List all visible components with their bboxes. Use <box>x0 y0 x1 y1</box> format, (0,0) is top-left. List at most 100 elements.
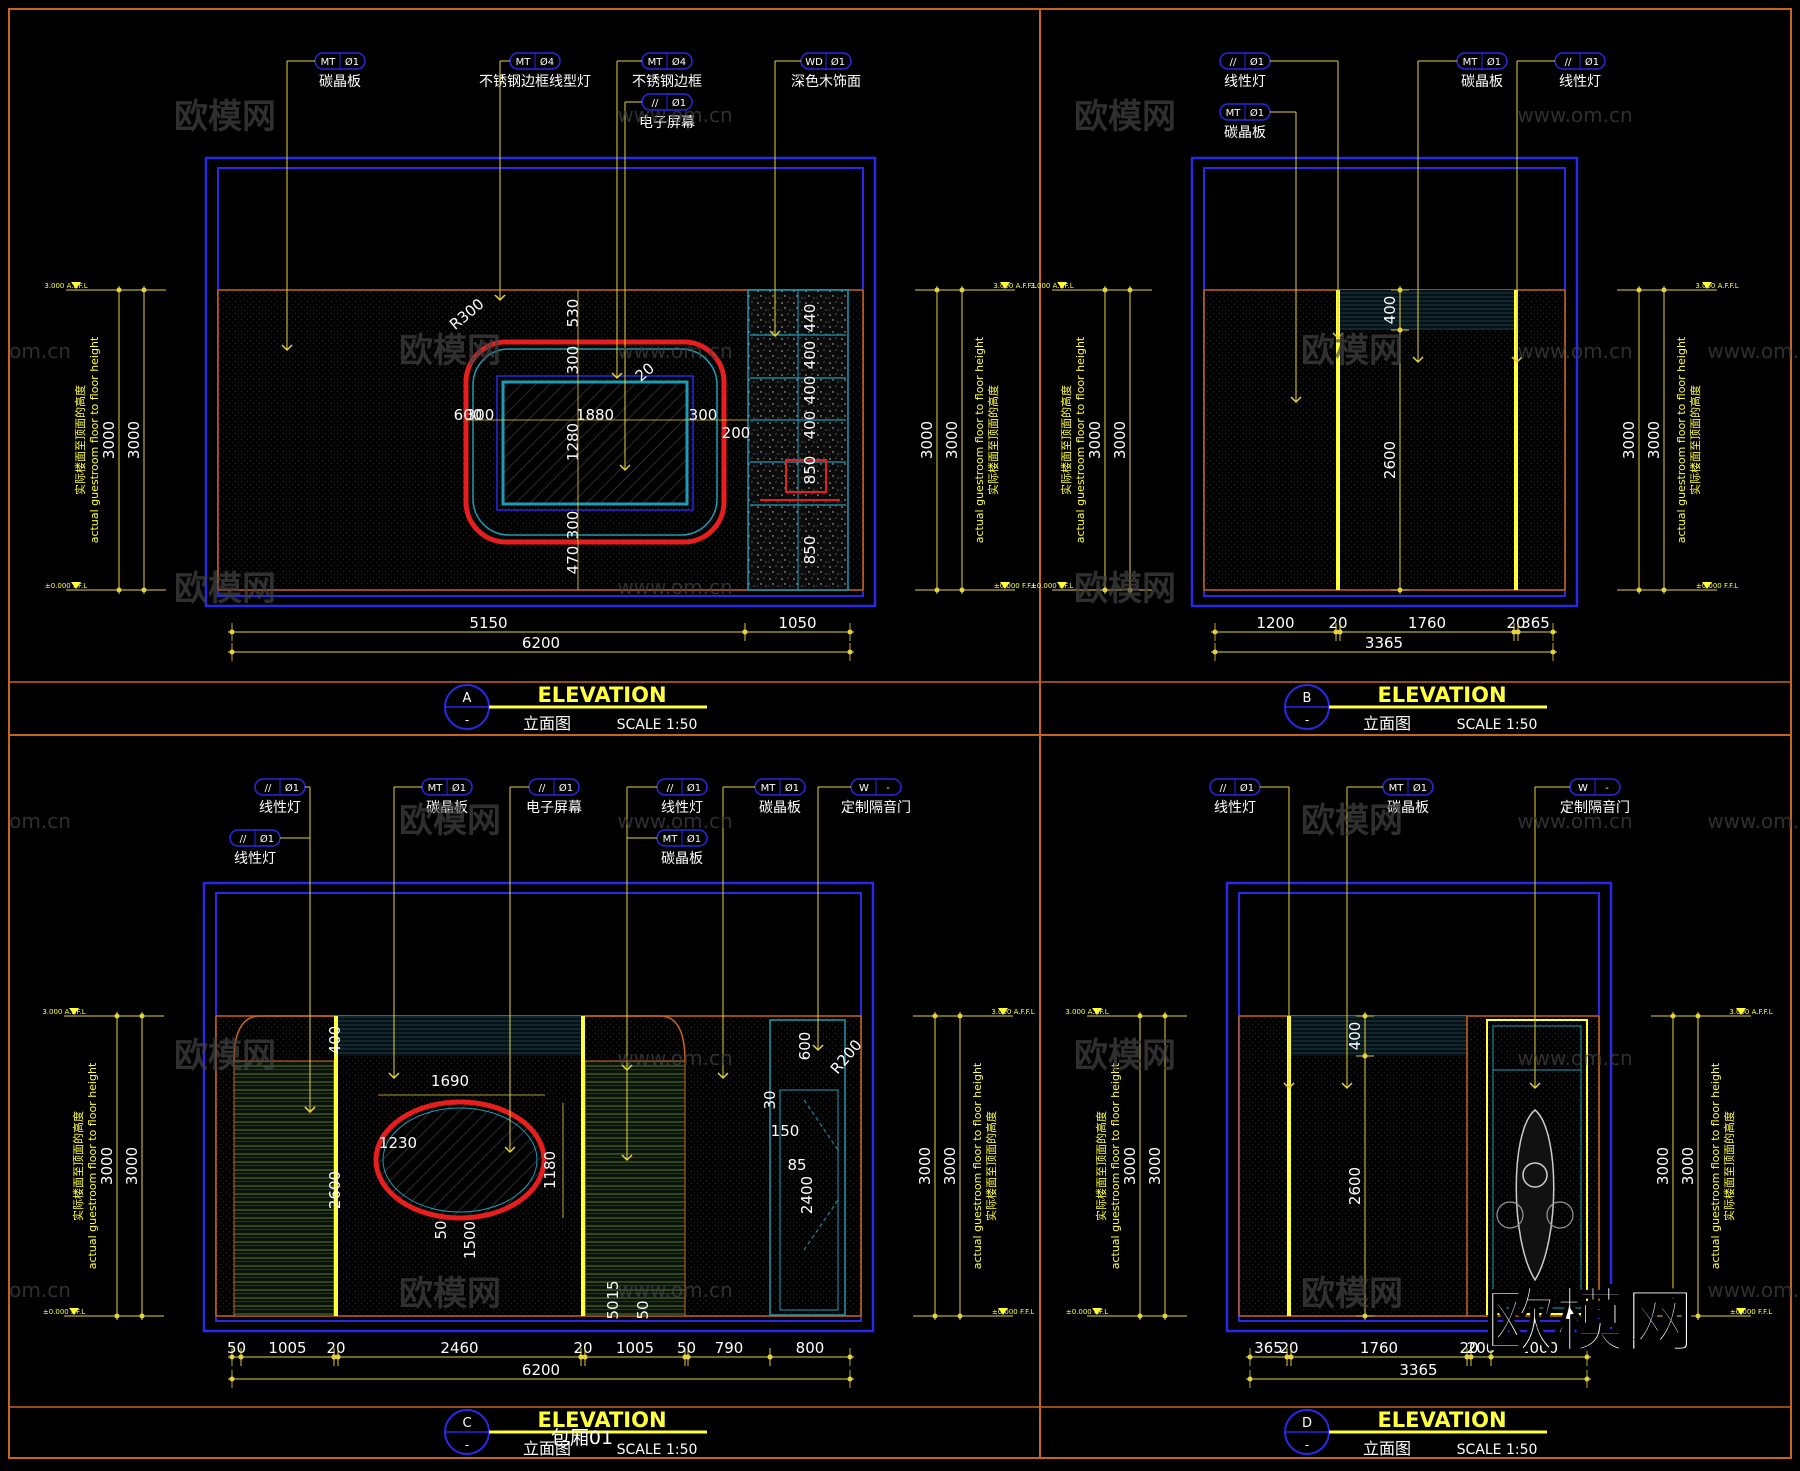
c-right-height-b-vdim-text: 3000 <box>941 1147 959 1185</box>
c-inner-dim-15: 50 <box>634 1300 652 1319</box>
a-bottom-1-dim-text: 1050 <box>778 614 816 632</box>
d-1-tag-code: MT <box>1389 783 1405 794</box>
c-1-tag-num: Ø1 <box>260 833 274 845</box>
a-inner-dim-16: 850 <box>801 456 819 485</box>
c-title-subtitle: 立面图 <box>523 1439 571 1458</box>
a-bottom-0-dim-text: 5150 <box>469 614 507 632</box>
a-1-tag-label: 不锈钢边框线型灯 <box>479 74 591 90</box>
b-title-scale: SCALE 1:50 <box>1457 717 1538 733</box>
d-left-note-cn: 实际楼面至顶面的高度 <box>1094 1111 1108 1221</box>
watermark-site-9: www.om.cn <box>617 1278 732 1302</box>
b-right-height-b-vdim-text: 3000 <box>1645 421 1663 459</box>
elevation-panel-a: 3.000 A.F.F.L±0.000 F.F.L30003000actual … <box>44 52 1037 733</box>
a-rounded-frame-inner <box>472 348 718 536</box>
d-right-level-bottom-text: ±0.000 F.F.L <box>1730 1308 1772 1316</box>
d-1-tag-label: 碳晶板 <box>1387 800 1429 816</box>
c-left-note-cn: 实际楼面至顶面的高度 <box>71 1111 85 1221</box>
watermark-site-edge-0: www.om.cn <box>1707 339 1800 363</box>
d-right-level-bottom-marker <box>1736 1308 1746 1315</box>
a-screen-border <box>496 375 694 511</box>
watermark-brand-0: 欧模网 <box>174 97 276 137</box>
c-inner-dim-3: 1180 <box>541 1151 559 1189</box>
b-light-strip-right <box>1514 290 1518 590</box>
d-right-height-a-vdim-text: 3000 <box>1654 1147 1672 1185</box>
a-0-tag-num: Ø1 <box>345 56 359 68</box>
b-3-tag-label: 线性灯 <box>1559 74 1601 90</box>
c-title-overlay: 包厢01 <box>551 1427 613 1449</box>
b-left-height-a-vdim-text: 3000 <box>1111 421 1129 459</box>
b-2-tag-num: Ø1 <box>1487 56 1501 68</box>
watermark-site-edge-1: www.om.cn <box>1707 809 1800 833</box>
watermark-site-short-2: om.cn <box>9 1278 71 1302</box>
c-bottom-7-dim-text: 790 <box>715 1339 744 1357</box>
a-right-height-b-vdim-text: 3000 <box>943 421 961 459</box>
a-3-tag-label: 电子屏幕 <box>639 115 695 131</box>
elevation-panel-b: 3.000 A.F.F.L±0.000 F.F.L30003000actual … <box>1030 52 1739 733</box>
c-6-tag-label: 碳晶板 <box>759 800 801 816</box>
a-right-height-a-vdim-text: 3000 <box>918 421 936 459</box>
a-inner-dim-1: 530 <box>564 299 582 328</box>
watermark-brand-7: 欧模网 <box>1074 1036 1176 1076</box>
d-right-height-b-vdim-text: 3000 <box>1679 1147 1697 1185</box>
d-door-ornament-ring <box>1522 1162 1548 1188</box>
d-bottom-6-dim-text: 3365 <box>1399 1361 1437 1379</box>
a-title-sub: - <box>465 713 469 727</box>
c-door-swing-2 <box>803 1199 839 1251</box>
c-5-tag-code: MT <box>663 834 679 845</box>
c-bottom-3-dim-text: 2460 <box>440 1339 478 1357</box>
d-2-leader-arrow <box>1529 1082 1541 1090</box>
d-0-leader-arrow <box>1283 1082 1295 1090</box>
a-inner-dim-13: 400 <box>801 341 819 370</box>
a-3-leader-arrow <box>619 464 631 472</box>
watermark-site-0: www.om.cn <box>617 103 732 127</box>
b-right-level-bottom-marker <box>1702 582 1712 589</box>
c-3-tag-label: 电子屏幕 <box>526 800 582 816</box>
watermark-brand-9: 欧模网 <box>1301 801 1403 841</box>
b-wall-outline <box>1190 156 1579 608</box>
watermark-big-logo: 欧模网 <box>1485 1280 1695 1362</box>
c-title-sub: - <box>465 1438 469 1452</box>
c-1-tag-code: // <box>240 834 247 845</box>
b-bottom-5-dim-text: 3365 <box>1365 634 1403 652</box>
c-inner-dim-1: 1690 <box>431 1072 469 1090</box>
b-right-level-bottom-text: ±0.000 F.F.L <box>1696 582 1738 590</box>
d-right-level-top-marker <box>1736 1008 1746 1015</box>
a-left-note-en: actual guestroom floor to floor height <box>88 336 101 543</box>
c-wall-outline <box>202 881 875 1333</box>
a-inner-dim-10: 300 <box>564 511 582 540</box>
a-left-note-cn: 实际楼面至顶面的高度 <box>73 385 87 495</box>
d-left-level-top-text: 3.000 A.F.F.L <box>1065 1008 1108 1016</box>
d-2-tag-num: - <box>1605 783 1609 794</box>
c-1-leader-arrow <box>304 1106 316 1114</box>
a-title-text: ELEVATION <box>537 683 666 707</box>
d-left-level-bottom-marker <box>1092 1308 1102 1315</box>
b-bottom-3-dim-text: 20 <box>1506 614 1525 632</box>
c-0-tag-code: // <box>265 783 272 794</box>
b-inner-0-vdim-text: 400 <box>1381 296 1399 325</box>
c-7-leader-arrow <box>812 1044 824 1052</box>
c-oval-screen <box>373 1099 547 1221</box>
c-6-leader-arrow <box>717 1072 729 1080</box>
watermark-site-short-1: om.cn <box>9 809 71 833</box>
b-title-subtitle: 立面图 <box>1363 714 1411 733</box>
a-0-leader-arrow <box>281 344 293 352</box>
c-inner-dim-2: 1230 <box>379 1134 417 1152</box>
d-ceiling-lines <box>1291 1016 1467 1056</box>
d-bottom-4-dim-text: 200 <box>1467 1339 1496 1357</box>
b-2-leader-arrow <box>1412 356 1424 364</box>
c-0-tag-num: Ø1 <box>285 782 299 794</box>
d-inner-0-vdim-text: 400 <box>1346 1022 1364 1051</box>
c-door <box>769 1019 846 1316</box>
a-left-height-a-vdim-text: 3000 <box>125 421 143 459</box>
c-bottom-5-dim-text: 1005 <box>616 1339 654 1357</box>
d-left-height-b-vdim-text: 3000 <box>1121 1147 1139 1185</box>
c-5-tag-num: Ø1 <box>687 833 701 845</box>
c-6-tag-num: Ø1 <box>785 782 799 794</box>
b-2-tag-label: 碳晶板 <box>1461 74 1503 90</box>
c-inner-dim-9: 30 <box>761 1090 779 1109</box>
